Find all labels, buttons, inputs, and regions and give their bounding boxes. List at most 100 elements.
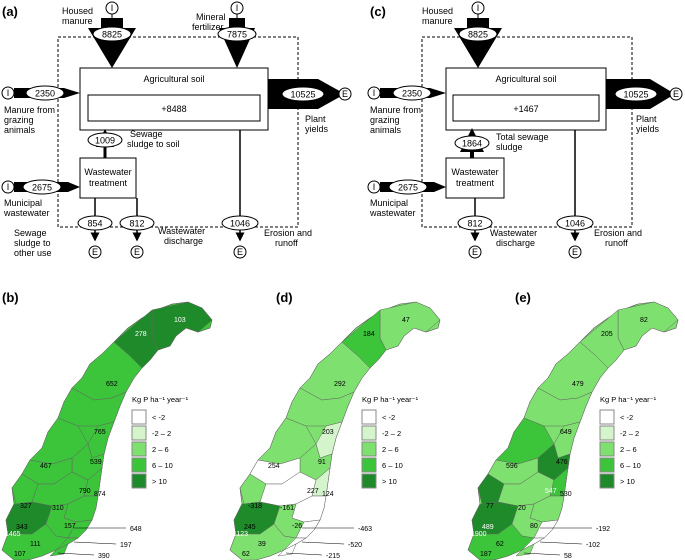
region-value: 197 xyxy=(120,542,132,549)
region xyxy=(67,519,93,539)
region-value: 62 xyxy=(496,541,504,548)
legend-label: > 10 xyxy=(382,477,397,486)
region-value: 82 xyxy=(640,317,648,324)
plant-yields-value: 10525 xyxy=(290,90,315,100)
panel-label-a: (a) xyxy=(2,4,18,19)
legend-label: > 10 xyxy=(152,477,167,486)
grazing-label-1: Manure from xyxy=(370,105,421,115)
region-value: -26 xyxy=(292,523,302,530)
region-value: 310 xyxy=(52,505,64,512)
flow-diagram-a: (a) I 8825 Housed manure I 7875 Mineral … xyxy=(1,1,352,259)
panel-label-b: (b) xyxy=(2,290,19,305)
legend-label: 2 – 6 xyxy=(152,445,169,454)
region-value: 184 xyxy=(363,331,375,338)
region xyxy=(49,543,69,557)
export-symbol-text: E xyxy=(134,247,140,257)
region-value: -215 xyxy=(326,553,340,560)
legend-title: Kg P ha⁻¹ year⁻¹ xyxy=(362,395,419,404)
discharge-label-2: discharge xyxy=(164,236,203,246)
wastewater-treatment-box xyxy=(445,157,505,199)
input-symbol-text: I xyxy=(236,3,239,13)
input-symbol-text: I xyxy=(373,88,376,98)
discharge-label-1: Wastewater xyxy=(158,226,205,236)
region-value: 652 xyxy=(106,381,118,388)
legend-label: < -2 xyxy=(152,413,165,422)
region-value: 62 xyxy=(242,551,250,558)
legend-label: < -2 xyxy=(620,413,633,422)
region-value: 77 xyxy=(486,503,494,510)
panel-label-d: (d) xyxy=(276,290,293,305)
region-value: 648 xyxy=(130,526,142,533)
legend-swatch xyxy=(599,441,615,457)
region-value: 107 xyxy=(14,551,26,558)
region-value: 489 xyxy=(482,524,494,531)
sludge-label-2: sludge xyxy=(496,142,523,152)
legend-swatch xyxy=(131,425,147,441)
housed-manure-label-1: Housed xyxy=(62,6,93,16)
region-value: 539 xyxy=(90,459,102,466)
region-value: 547 xyxy=(545,488,557,495)
legend-label: 6 – 10 xyxy=(152,461,173,470)
legend-e: Kg P ha⁻¹ year⁻¹< -2-2 – 22 – 66 – 10> 1… xyxy=(599,395,657,489)
balance-value: +8488 xyxy=(161,104,186,114)
region xyxy=(617,301,679,351)
leader-line xyxy=(73,541,117,545)
region-value: 205 xyxy=(601,331,613,338)
legend-label: 2 – 6 xyxy=(620,445,637,454)
sludge-value: 1864 xyxy=(462,139,482,149)
municipal-label-1: Municipal xyxy=(370,198,408,208)
plant-yields-label-2: yields xyxy=(305,124,329,134)
export-symbol-text: E xyxy=(342,89,348,99)
region-value: -463 xyxy=(358,526,372,533)
housed-manure-value: 8825 xyxy=(468,30,488,40)
legend-swatch xyxy=(361,457,377,473)
wastewater-treatment-label-1: Wastewater xyxy=(451,167,498,177)
mineral-fertilizer-value: 7875 xyxy=(227,30,247,40)
wastewater-treatment-label-2: treatment xyxy=(456,178,495,188)
legend-swatch xyxy=(361,473,377,489)
legend-label: > 10 xyxy=(620,477,635,486)
region-value: 596 xyxy=(506,463,518,470)
system-boundary xyxy=(57,36,299,228)
region-value: 343 xyxy=(16,524,28,531)
housed-manure-value: 8825 xyxy=(102,30,122,40)
mineral-fertilizer-label-2: fertilizer xyxy=(192,22,224,32)
region-value: 157 xyxy=(64,523,76,530)
sludge-value: 1009 xyxy=(95,136,115,146)
region xyxy=(151,301,213,351)
region-value: 245 xyxy=(244,524,256,531)
plant-yields-label-2: yields xyxy=(636,124,660,134)
region-value: 20 xyxy=(518,505,526,512)
norway-map-b xyxy=(1,301,213,560)
region-value: -520 xyxy=(348,542,362,549)
discharge-label-1: Wastewater xyxy=(490,228,537,238)
legend-label: 6 – 10 xyxy=(382,461,403,470)
region-value: 874 xyxy=(94,491,106,498)
municipal-label-2: wastewater xyxy=(3,208,50,218)
municipal-label-1: Municipal xyxy=(4,198,42,208)
plant-yields-label-1: Plant xyxy=(636,114,657,124)
legend-swatch xyxy=(131,441,147,457)
region xyxy=(379,301,441,351)
discharge-label-2: discharge xyxy=(496,238,535,248)
legend-title: Kg P ha⁻¹ year⁻¹ xyxy=(132,395,189,404)
leader-line xyxy=(285,552,323,556)
region-value: 327 xyxy=(20,503,32,510)
legend-label: -2 – 2 xyxy=(620,429,639,438)
legend-swatch xyxy=(599,425,615,441)
legend-swatch xyxy=(361,441,377,457)
housed-manure-label-1: Housed xyxy=(422,6,453,16)
leader-line xyxy=(57,552,95,556)
region-value: 1465 xyxy=(5,531,21,538)
discharge-value: 812 xyxy=(467,219,482,229)
region-value: 227 xyxy=(307,488,319,495)
region xyxy=(523,387,593,427)
legend-swatch xyxy=(599,409,615,425)
grazing-value: 2350 xyxy=(35,89,55,99)
region-value: 187 xyxy=(480,551,492,558)
region-value: -161 xyxy=(280,505,294,512)
region-value: 58 xyxy=(564,553,572,560)
grazing-value: 2350 xyxy=(402,89,422,99)
